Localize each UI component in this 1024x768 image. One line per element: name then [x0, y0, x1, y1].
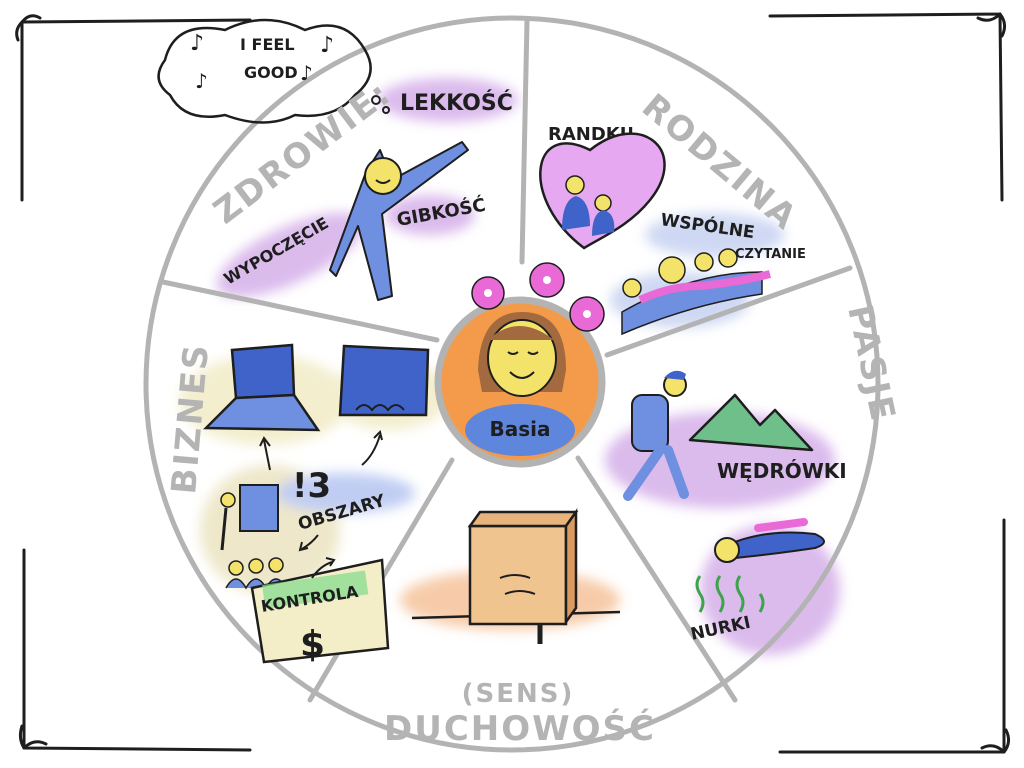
sector-zdrowie: ZDROWIE: LEKKOŚĆ GIBKOŚĆ WYPOCZĘCIE	[206, 73, 513, 301]
book-icon	[411, 508, 621, 644]
laptop-icon	[203, 343, 321, 432]
diver-icon	[714, 518, 825, 563]
bubble-line-2: GOOD	[244, 63, 298, 82]
spoke-rodzina-pasje	[604, 265, 853, 358]
hiker-icon	[623, 370, 689, 501]
girl-face-icon	[478, 312, 566, 397]
center-name: Basia	[490, 417, 551, 441]
arrows	[259, 430, 383, 579]
stretching-person-icon	[329, 141, 469, 301]
presenter-icon	[220, 484, 279, 551]
kontrola-card: KONTROLA $	[250, 558, 390, 665]
music-note-icon: ♪	[300, 61, 313, 85]
music-note-icon: ♪	[320, 33, 334, 58]
biznes-item-3: !3	[292, 466, 331, 506]
sector-title-biznes: BIZNES	[164, 341, 217, 495]
mountains-icon	[688, 393, 814, 452]
seaweed-icon	[695, 575, 765, 613]
sector-title-pasje: PASJE	[839, 302, 903, 426]
sector-title-duchowosc: DUCHOWOŚĆ	[384, 708, 656, 749]
flower-icons	[471, 262, 605, 332]
heart-couple-icon	[539, 132, 666, 250]
frame	[15, 12, 1011, 754]
center-hub: Basia	[434, 262, 606, 468]
music-note-icon: ♪	[190, 31, 204, 56]
spoke-zdrowie-rodzina	[519, 18, 530, 265]
sector-duchowosc: (SENS) DUCHOWOŚĆ	[384, 508, 656, 749]
music-note-icon: ♪	[195, 69, 208, 93]
spoke-pasje-duchowosc	[575, 455, 738, 703]
spoke-biznes-zdrowie	[160, 279, 440, 343]
thought-bubble: I FEEL GOOD ♪ ♪ ♪ ♪	[157, 18, 390, 124]
wheel-outer-ring	[143, 15, 881, 753]
wheel	[143, 15, 881, 753]
dollar-icon: $	[300, 624, 325, 665]
sector-subtitle-duchowosc: (SENS)	[462, 679, 575, 709]
zdrowie-item-lekkosc: LEKKOŚĆ	[400, 90, 513, 116]
pasje-item-wedrowki: WĘDRÓWKI	[717, 459, 847, 483]
family-reading-icon	[621, 248, 772, 336]
rodzina-item-czytanie: CZYTANIE	[735, 247, 806, 262]
presentation-screen-icon	[338, 344, 430, 417]
bubble-line-1: I FEEL	[240, 35, 295, 54]
